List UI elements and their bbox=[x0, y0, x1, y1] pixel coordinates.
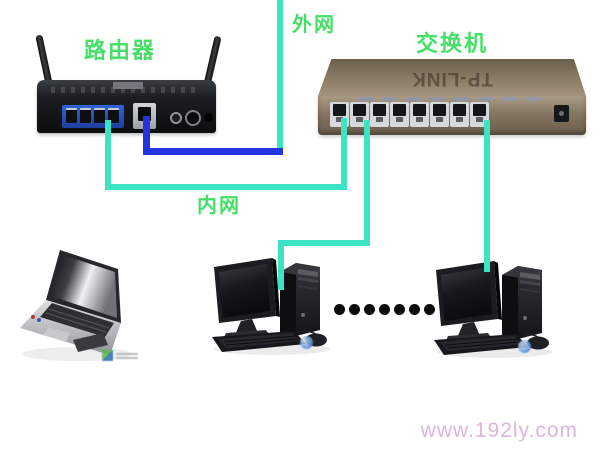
switch-pc2-cable-drop bbox=[484, 120, 490, 272]
lan-label: 内网 bbox=[197, 193, 241, 217]
switch-port bbox=[430, 102, 449, 127]
switch-pc1-cable-horizontal bbox=[278, 240, 370, 246]
site-watermark: www.192ly.com bbox=[420, 419, 578, 442]
ellipsis-dot bbox=[379, 304, 390, 315]
switch-label: 交换机 bbox=[416, 32, 489, 57]
wan-label: 外网 bbox=[292, 12, 336, 36]
wan-uplink-cable bbox=[277, 0, 283, 150]
router-reset-button bbox=[170, 112, 182, 124]
router-label-plate bbox=[113, 82, 143, 89]
switch-pc1-cable-drop bbox=[364, 120, 370, 246]
more-computers-ellipsis bbox=[334, 304, 435, 315]
lan-port bbox=[66, 108, 77, 123]
router-wan-cable-horizontal bbox=[143, 148, 283, 155]
router-vents bbox=[51, 87, 201, 93]
switch-pc1-cable-to-tower bbox=[278, 244, 284, 290]
ellipsis-dot bbox=[334, 304, 345, 315]
globe-logo-icon bbox=[518, 340, 531, 353]
ellipsis-dot bbox=[409, 304, 420, 315]
logo-text-lines bbox=[116, 352, 138, 359]
ellipsis-dot bbox=[349, 304, 360, 315]
ellipsis-dot bbox=[394, 304, 405, 315]
switch-port bbox=[370, 102, 389, 127]
pc2-photo-watermark-logo bbox=[518, 340, 534, 353]
router-wan-cable-vertical bbox=[143, 116, 150, 152]
switch-image bbox=[318, 96, 586, 135]
router-power-switch bbox=[204, 113, 213, 122]
pc1-photo-watermark-logo bbox=[300, 336, 316, 349]
lan-port bbox=[80, 108, 91, 123]
router-antenna-left bbox=[35, 34, 53, 87]
laptop-image bbox=[20, 250, 132, 361]
switch-port-markings bbox=[358, 97, 548, 101]
laptop-photo-watermark-logo bbox=[102, 350, 138, 361]
router-switch-cable-right bbox=[341, 118, 347, 188]
router-power-jack bbox=[185, 110, 201, 126]
lan-port bbox=[94, 108, 105, 123]
lan-port bbox=[108, 108, 119, 123]
router-lan-port-panel bbox=[62, 105, 124, 128]
router-switch-cable-horizontal bbox=[105, 184, 347, 190]
ellipsis-dot bbox=[364, 304, 375, 315]
switch-port bbox=[390, 102, 409, 127]
desktop-pc2-image bbox=[434, 261, 552, 358]
ellipsis-dot bbox=[424, 304, 435, 315]
zol-logo-icon bbox=[102, 350, 113, 361]
switch-port-row bbox=[330, 102, 489, 127]
switch-port bbox=[410, 102, 429, 127]
switch-port bbox=[450, 102, 469, 127]
switch-top-face: TP-LINK bbox=[318, 59, 586, 96]
router-label: 路由器 bbox=[84, 39, 157, 64]
desktop-pc1-image bbox=[212, 258, 330, 355]
router-image bbox=[37, 80, 216, 133]
switch-brand-logo: TP-LINK bbox=[411, 67, 493, 89]
router-switch-cable-left bbox=[105, 120, 111, 186]
switch-power-jack bbox=[554, 105, 569, 122]
globe-logo-icon bbox=[300, 336, 313, 349]
